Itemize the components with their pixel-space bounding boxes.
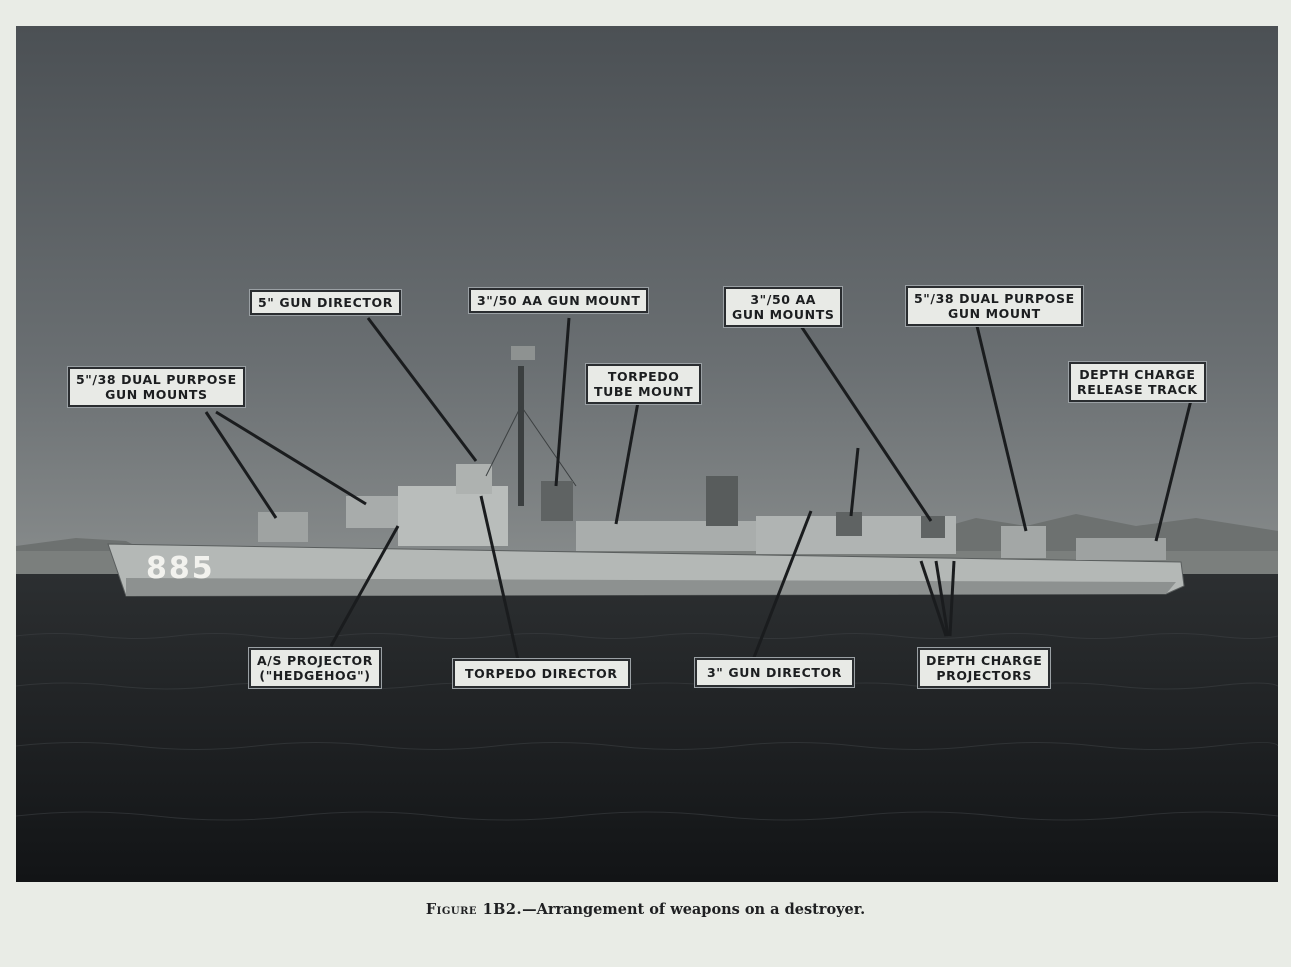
hull-shadow xyxy=(126,578,1176,596)
hull-number: 885 xyxy=(146,551,215,586)
forward-stack xyxy=(541,481,573,521)
label-as-projector-hedgehog: A/S PROJECTOR ("HEDGEHOG") xyxy=(249,648,381,688)
label-3in50-aa-gun-mount: 3"/50 AA GUN MOUNT xyxy=(469,288,649,313)
label-5in38-dual-purpose-gun-mounts: 5"/38 DUAL PURPOSE GUN MOUNTS xyxy=(68,367,245,407)
waves xyxy=(16,633,1278,821)
label-3in-gun-director: 3" GUN DIRECTOR xyxy=(695,658,854,687)
label-3in50-aa-gun-mounts-line2: GUN MOUNTS xyxy=(732,307,835,322)
pilothouse xyxy=(456,464,492,494)
label-5in38-dual-purpose-gun-mount-line2: GUN MOUNT xyxy=(947,306,1041,321)
aa-mount-aft xyxy=(836,512,862,536)
label-depth-charge-release-track-line1: DEPTH CHARGE xyxy=(1079,367,1196,382)
label-depth-charge-projectors-line1: DEPTH CHARGE xyxy=(926,653,1043,668)
aft-stack xyxy=(706,476,738,526)
radar xyxy=(511,346,535,360)
leader-lines xyxy=(204,317,1193,661)
label-5in-gun-director: 5" GUN DIRECTOR xyxy=(250,290,401,315)
label-5in38-dual-purpose-gun-mount-line1: 5"/38 DUAL PURPOSE xyxy=(914,291,1075,306)
label-torpedo-tube-mount-line2: TUBE MOUNT xyxy=(594,384,694,399)
photo-drawing xyxy=(16,26,1278,882)
label-as-projector-line1: A/S PROJECTOR xyxy=(257,653,373,668)
destroyer-ship xyxy=(107,346,1185,597)
label-torpedo-tube-mount-line1: TORPEDO xyxy=(607,369,680,384)
label-depth-charge-release-track: DEPTH CHARGE RELEASE TRACK xyxy=(1069,362,1206,402)
stern-structure xyxy=(1076,538,1166,560)
label-3in50-aa-gun-mounts: 3"/50 AA GUN MOUNTS xyxy=(724,287,843,327)
aft-gun-mount xyxy=(1001,526,1046,558)
forward-gun-mount-2 xyxy=(346,496,398,528)
label-5in38-dual-purpose-gun-mount: 5"/38 DUAL PURPOSE GUN MOUNT xyxy=(906,286,1083,326)
label-depth-charge-projectors-line2: PROJECTORS xyxy=(936,668,1032,683)
sea xyxy=(16,574,1278,882)
figure-caption: Figure 1B2.—Arrangement of weapons on a … xyxy=(0,901,1291,918)
forward-gun-mount xyxy=(258,512,308,542)
label-3in50-aa-gun-mounts-line1: 3"/50 AA xyxy=(750,292,817,307)
mast xyxy=(518,366,524,506)
label-5in38-dual-purpose-gun-mounts-line2: GUN MOUNTS xyxy=(105,387,208,402)
label-5in38-dual-purpose-gun-mounts-line1: 5"/38 DUAL PURPOSE xyxy=(76,372,237,387)
caption-text: —Arrangement of weapons on a destroyer. xyxy=(522,901,866,918)
label-as-projector-line2: ("HEDGEHOG") xyxy=(259,668,371,683)
label-torpedo-tube-mount: TORPEDO TUBE MOUNT xyxy=(586,364,702,404)
figure-label: Figure 1B2. xyxy=(425,901,523,918)
label-depth-charge-projectors: DEPTH CHARGE PROJECTORS xyxy=(918,648,1051,688)
label-torpedo-director: TORPEDO DIRECTOR xyxy=(453,659,630,688)
destroyer-photo xyxy=(16,26,1278,882)
aa-mount-aft-2 xyxy=(921,516,945,538)
label-depth-charge-release-track-line2: RELEASE TRACK xyxy=(1077,382,1198,397)
